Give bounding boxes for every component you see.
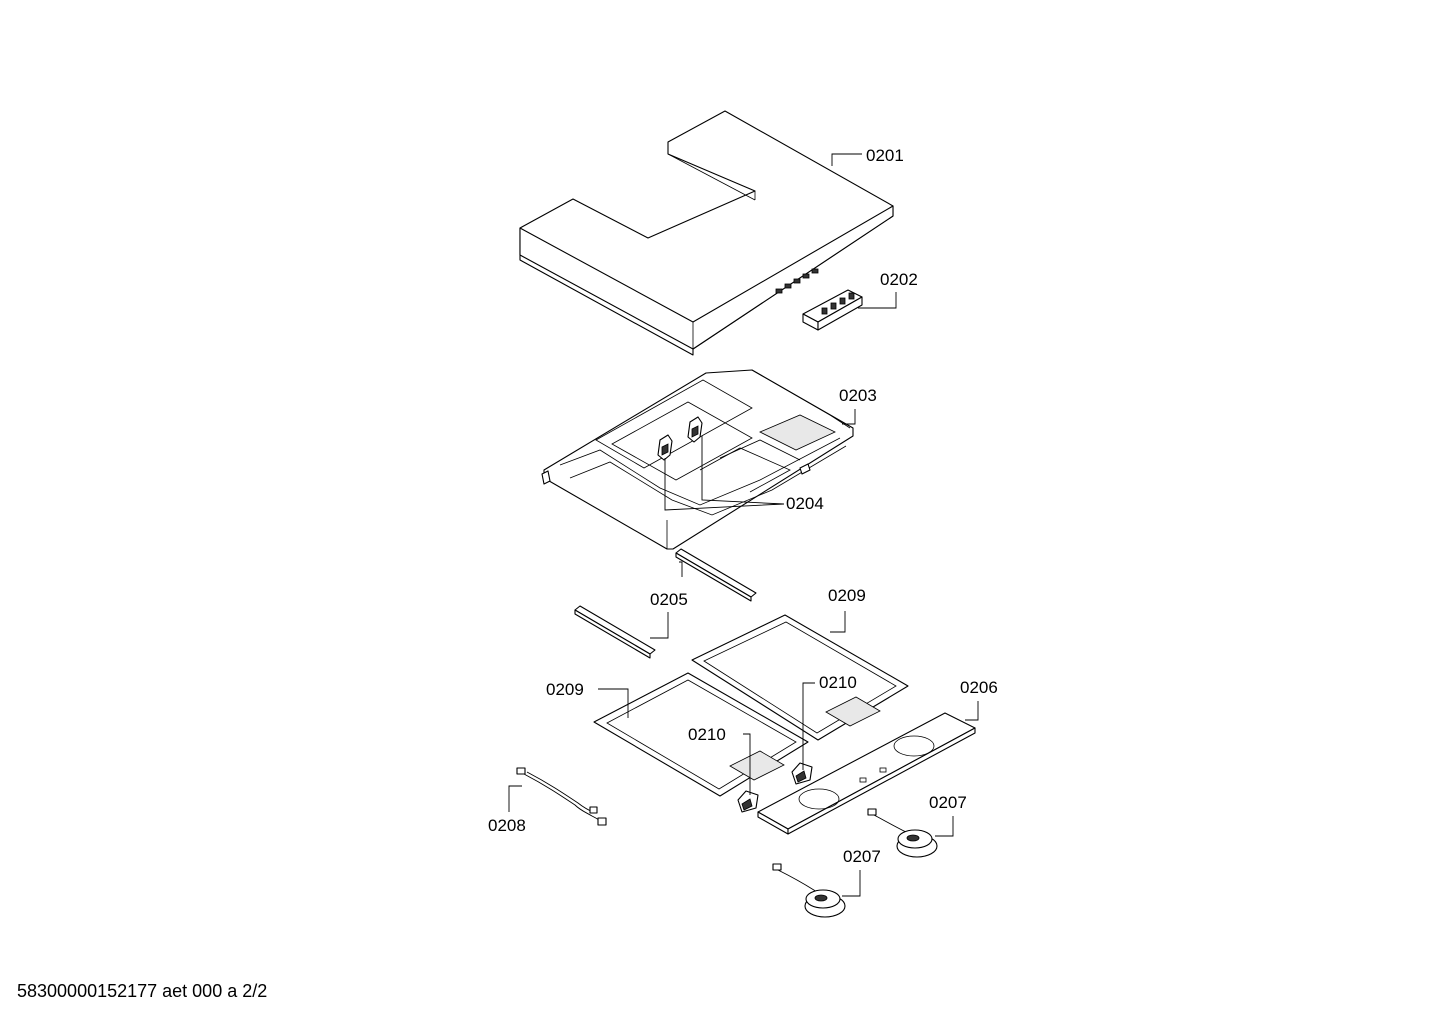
callout-0202: 0202: [880, 270, 918, 289]
callout-0201: 0201: [866, 146, 904, 165]
callout-0203: 0203: [839, 386, 877, 405]
part-0203-inner-frame: [541, 369, 854, 550]
leader-lines: [508, 153, 979, 897]
part-0205-rails: [574, 548, 757, 659]
callout-0204: 0204: [786, 494, 824, 513]
callout-0209-left: 0209: [546, 680, 584, 699]
callout-0206: 0206: [960, 678, 998, 697]
part-0209-filter-right: [691, 614, 909, 741]
callout-0205: 0205: [650, 590, 688, 609]
drawing-number: 58300000152177 aet 000 a 2/2: [17, 981, 268, 1001]
part-0209-filter-left: [593, 672, 809, 797]
part-0204-hooks: [657, 416, 703, 461]
callout-0207-left: 0207: [843, 847, 881, 866]
callout-0210-right: 0210: [819, 673, 857, 692]
part-0207-fan-motor-right: [867, 808, 938, 858]
part-0206-fan-panel: [757, 712, 976, 835]
part-0207-fan-motor-left: [772, 863, 846, 918]
callout-0208: 0208: [488, 816, 526, 835]
callout-0210-left: 0210: [688, 725, 726, 744]
part-0201-hood-cover: [519, 110, 894, 356]
callout-0207-right: 0207: [929, 793, 967, 812]
part-0210-clips: [737, 762, 813, 813]
part-0208-cable: [516, 767, 607, 826]
callout-0209-right: 0209: [828, 586, 866, 605]
part-0202-switch-module: [802, 289, 863, 331]
